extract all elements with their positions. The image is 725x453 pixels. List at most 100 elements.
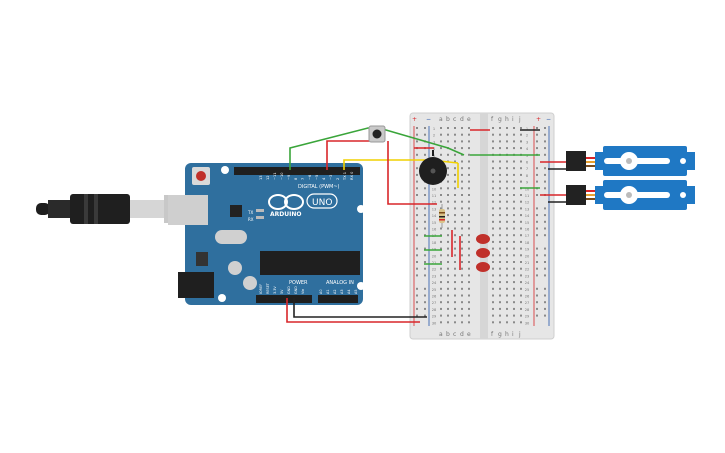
breadboard-hole[interactable] [513, 234, 515, 237]
breadboard-hole[interactable] [520, 207, 522, 210]
rail-hole[interactable] [416, 140, 418, 143]
breadboard-hole[interactable] [454, 187, 456, 190]
breadboard-hole[interactable] [454, 287, 456, 290]
breadboard-hole[interactable] [440, 301, 442, 304]
breadboard-hole[interactable] [499, 207, 501, 210]
rail-hole[interactable] [424, 207, 426, 210]
resistor[interactable] [439, 204, 445, 228]
breadboard-hole[interactable] [461, 160, 463, 163]
rail-hole[interactable] [536, 314, 538, 317]
rail-hole[interactable] [544, 274, 546, 277]
rail-hole[interactable] [416, 167, 418, 170]
breadboard-hole[interactable] [506, 227, 508, 230]
breadboard-hole[interactable] [461, 214, 463, 217]
breadboard-hole[interactable] [454, 127, 456, 129]
rail-hole[interactable] [416, 173, 418, 176]
breadboard-hole[interactable] [520, 147, 522, 150]
breadboard-hole[interactable] [513, 187, 515, 190]
breadboard-hole[interactable] [468, 160, 470, 163]
rail-hole[interactable] [424, 301, 426, 304]
breadboard-hole[interactable] [499, 254, 501, 257]
rail-hole[interactable] [544, 227, 546, 230]
rail-hole[interactable] [416, 234, 418, 237]
rail-hole[interactable] [424, 261, 426, 263]
rail-hole[interactable] [424, 307, 426, 310]
rail-hole[interactable] [544, 220, 546, 223]
breadboard-hole[interactable] [454, 133, 456, 136]
breadboard-hole[interactable] [468, 200, 470, 203]
breadboard-hole[interactable] [468, 234, 470, 237]
breadboard-hole[interactable] [492, 133, 494, 136]
breadboard-hole[interactable] [499, 287, 501, 290]
breadboard-hole[interactable] [520, 321, 522, 324]
rail-hole[interactable] [536, 267, 538, 270]
breadboard-hole[interactable] [499, 294, 501, 297]
servo[interactable] [595, 146, 695, 210]
breadboard-hole[interactable] [447, 194, 449, 196]
breadboard-hole[interactable] [506, 173, 508, 176]
breadboard-hole[interactable] [454, 153, 456, 156]
breadboard-hole[interactable] [499, 180, 501, 183]
breadboard-hole[interactable] [468, 254, 470, 257]
breadboard-hole[interactable] [447, 140, 449, 143]
breadboard-hole[interactable] [499, 307, 501, 310]
breadboard-hole[interactable] [461, 301, 463, 304]
breadboard-hole[interactable] [447, 321, 449, 324]
rail-hole[interactable] [416, 127, 418, 129]
breadboard-hole[interactable] [468, 180, 470, 183]
breadboard-hole[interactable] [506, 167, 508, 170]
rail-hole[interactable] [544, 267, 546, 270]
breadboard-hole[interactable] [506, 254, 508, 257]
rail-hole[interactable] [544, 261, 546, 263]
breadboard-hole[interactable] [513, 220, 515, 223]
breadboard-hole[interactable] [454, 173, 456, 176]
rail-hole[interactable] [424, 153, 426, 156]
breadboard-hole[interactable] [461, 307, 463, 310]
rail-hole[interactable] [536, 287, 538, 290]
breadboard-hole[interactable] [499, 127, 501, 129]
breadboard-hole[interactable] [440, 227, 442, 230]
breadboard-hole[interactable] [506, 267, 508, 270]
breadboard-hole[interactable] [440, 307, 442, 310]
breadboard-hole[interactable] [513, 281, 515, 284]
breadboard-hole[interactable] [461, 261, 463, 263]
breadboard-hole[interactable] [461, 167, 463, 170]
rail-hole[interactable] [544, 314, 546, 317]
breadboard-hole[interactable] [520, 274, 522, 277]
breadboard-hole[interactable] [506, 140, 508, 143]
breadboard-hole[interactable] [492, 261, 494, 263]
rail-hole[interactable] [424, 214, 426, 217]
rail-hole[interactable] [536, 247, 538, 250]
breadboard-hole[interactable] [499, 200, 501, 203]
breadboard-hole[interactable] [492, 227, 494, 230]
breadboard-hole[interactable] [513, 247, 515, 250]
breadboard-hole[interactable] [468, 147, 470, 150]
breadboard-hole[interactable] [499, 234, 501, 237]
breadboard-hole[interactable] [492, 287, 494, 290]
breadboard-hole[interactable] [513, 180, 515, 183]
breadboard-hole[interactable] [461, 314, 463, 317]
breadboard-hole[interactable] [461, 207, 463, 210]
rail-hole[interactable] [416, 133, 418, 136]
breadboard-hole[interactable] [461, 127, 463, 129]
breadboard-hole[interactable] [461, 200, 463, 203]
breadboard-hole[interactable] [492, 200, 494, 203]
breadboard-hole[interactable] [440, 281, 442, 284]
breadboard-hole[interactable] [513, 227, 515, 230]
rail-hole[interactable] [536, 294, 538, 297]
rail-hole[interactable] [424, 314, 426, 317]
breadboard-hole[interactable] [454, 301, 456, 304]
breadboard-hole[interactable] [520, 261, 522, 263]
breadboard-hole[interactable] [447, 153, 449, 156]
breadboard-hole[interactable] [499, 187, 501, 190]
breadboard-hole[interactable] [513, 173, 515, 176]
breadboard-hole[interactable] [440, 274, 442, 277]
rail-hole[interactable] [424, 254, 426, 257]
rail-hole[interactable] [416, 254, 418, 257]
breadboard-hole[interactable] [468, 127, 470, 129]
breadboard-hole[interactable] [440, 314, 442, 317]
breadboard-hole[interactable] [499, 240, 501, 243]
breadboard-hole[interactable] [499, 281, 501, 284]
breadboard-hole[interactable] [506, 281, 508, 284]
breadboard-hole[interactable] [454, 254, 456, 257]
